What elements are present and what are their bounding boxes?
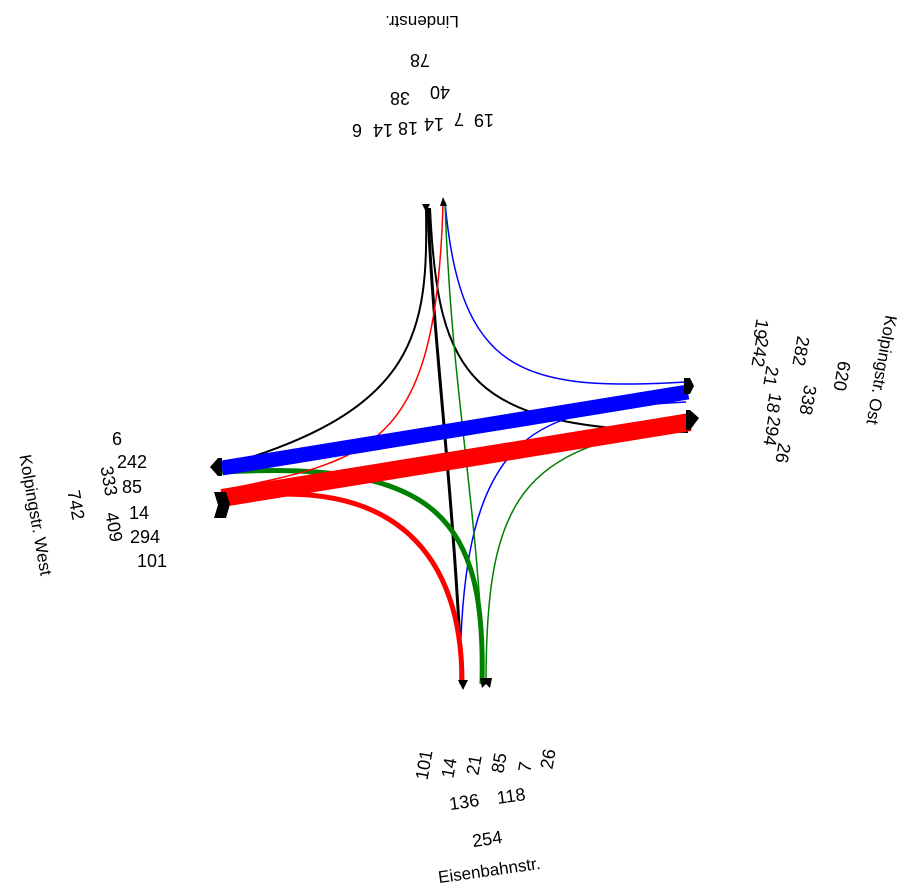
flow-east-1: 19 — [749, 317, 772, 340]
flow-east-4: 18 — [762, 391, 785, 414]
subtotal-east-1: 282 — [788, 335, 813, 368]
flow-north-to-west — [221, 207, 428, 467]
flow-south-5: 7 — [514, 760, 535, 773]
arrow-head-east-out — [686, 410, 699, 430]
flow-west-to-north — [221, 203, 444, 491]
flow-south-6: 26 — [537, 747, 560, 770]
flow-west-6: 101 — [137, 551, 167, 571]
flow-south-3: 21 — [463, 753, 486, 776]
arrow-head-west-out — [210, 458, 222, 476]
total-south: 254 — [471, 827, 504, 851]
flow-east-2: 242 — [747, 336, 772, 369]
subtotal-west-2: 409 — [101, 510, 126, 543]
flow-north-6: 19 — [474, 110, 494, 130]
flow-north-to-south — [426, 207, 464, 683]
flow-west-5: 294 — [130, 527, 160, 547]
total-north: 78 — [410, 50, 430, 70]
flow-east-3: 21 — [759, 364, 782, 387]
flow-north-4: 14 — [424, 114, 444, 134]
subtotal-north-2: 40 — [430, 82, 450, 102]
flow-north-1: 6 — [352, 120, 362, 140]
flow-south-to-west — [221, 468, 485, 685]
arrow-head-south-in — [480, 678, 492, 688]
street-name-west: Kolpingstr. West — [15, 453, 55, 577]
flow-east-to-north — [444, 201, 687, 385]
arrow-head-north-in — [422, 204, 430, 212]
flow-west-4: 14 — [129, 503, 149, 523]
flow-south-to-east — [485, 425, 691, 685]
flow-west-to-east — [220, 413, 692, 507]
flow-bands — [220, 201, 692, 685]
street-name-south: Eisenbahnstr. — [437, 854, 542, 887]
south-arm-labels: 101 14 21 85 7 26 136 118 254 Eisenbahns… — [412, 747, 560, 887]
flow-north-3: 18 — [398, 118, 418, 138]
arrow-heads — [210, 197, 699, 690]
subtotal-north-1: 38 — [390, 88, 410, 108]
flow-south-4: 85 — [488, 751, 511, 774]
flow-east-6: 26 — [771, 441, 794, 464]
street-name-north: Lindenstr. — [385, 12, 459, 31]
subtotal-south-2: 118 — [496, 784, 527, 808]
total-east: 620 — [829, 360, 854, 393]
arrow-head-west-in — [214, 492, 230, 518]
flow-east-to-west — [220, 384, 690, 476]
flow-west-2: 242 — [117, 452, 147, 472]
arrow-head-north-out — [440, 197, 447, 206]
total-west: 742 — [63, 488, 88, 521]
arrow-head-south-out — [458, 680, 468, 690]
flow-west-1: 6 — [112, 429, 122, 449]
west-arm-labels: Kolpingstr. West 742 333 409 6 242 85 14… — [15, 429, 167, 577]
subtotal-south-1: 136 — [448, 790, 481, 814]
arrow-head-east-in — [684, 378, 694, 394]
flow-south-2: 14 — [438, 756, 461, 779]
flow-west-to-south — [221, 491, 465, 683]
flow-south-1: 101 — [412, 748, 437, 781]
flow-west-3: 85 — [122, 477, 142, 497]
east-arm-labels: Kolpingstr. Ost 620 282 338 19 242 21 18… — [747, 314, 900, 465]
north-arm-labels: Lindenstr. 78 38 40 6 14 18 14 7 19 — [352, 12, 494, 140]
subtotal-east-2: 338 — [795, 384, 820, 417]
flow-north-2: 14 — [373, 120, 393, 140]
street-name-east: Kolpingstr. Ost — [862, 314, 900, 426]
flow-north-5: 7 — [454, 109, 464, 129]
